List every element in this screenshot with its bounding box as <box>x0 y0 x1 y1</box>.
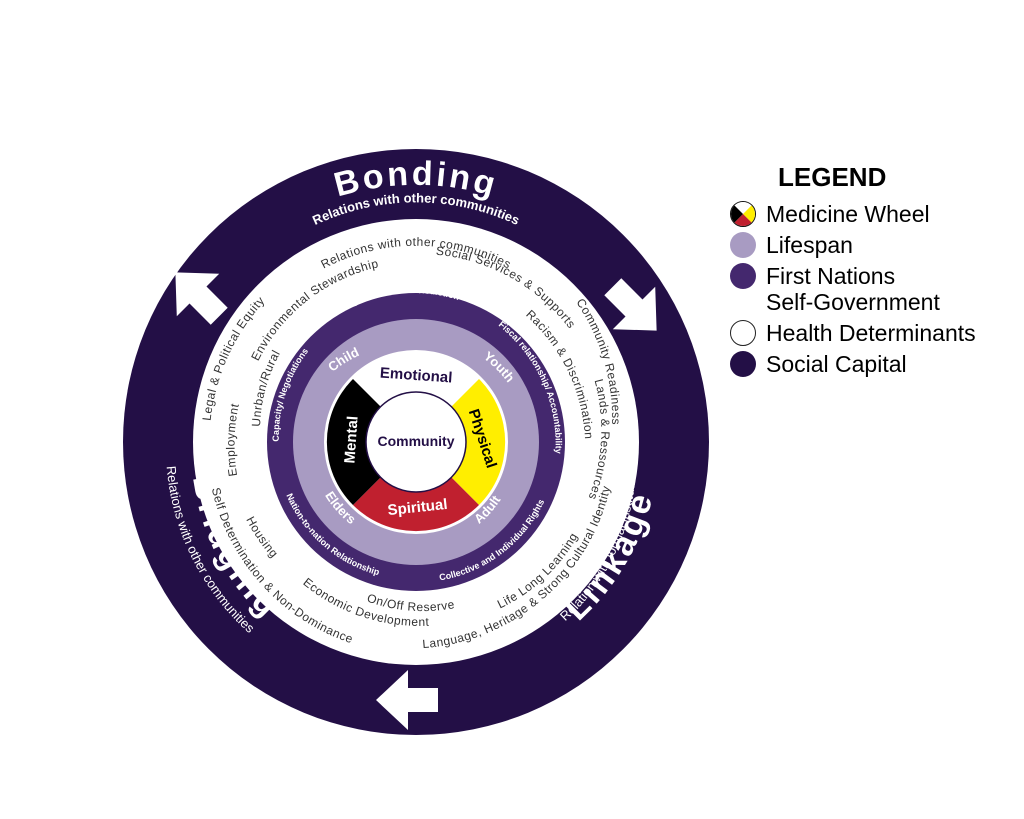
legend-title: LEGEND <box>778 162 887 192</box>
legend-item-social-capital: Social Capital <box>730 351 1020 377</box>
arrow-icon-bonding-linkage <box>604 278 657 331</box>
legend-label-lifespan: Lifespan <box>766 232 853 258</box>
legend-item-health-determinants: Health Determinants <box>730 320 1020 346</box>
legend-label-first-nations: First Nations Self-Government <box>766 263 940 315</box>
hd-employment: Employment <box>224 402 242 477</box>
community-center <box>365 391 467 493</box>
legend-label-health-determinants: Health Determinants <box>766 320 976 346</box>
legend-label-social-capital: Social Capital <box>766 351 907 377</box>
legend-item-medicine-wheel: Medicine Wheel <box>730 201 1020 227</box>
legend-label-medicine-wheel: Medicine Wheel <box>766 201 930 227</box>
arrow-icon-linkage-bridging <box>376 670 438 730</box>
medicine-wheel-icon <box>730 201 756 227</box>
health-determinants-swatch <box>730 320 756 346</box>
spiritual-label: Spiritual <box>387 496 448 519</box>
emotional-label: Emotional <box>379 364 453 386</box>
lifespan-swatch <box>730 232 756 258</box>
community-label: Community <box>378 433 455 449</box>
first-nations-swatch <box>730 263 756 289</box>
legend-item-lifespan: Lifespan <box>730 232 1020 258</box>
mental-label: Mental <box>341 415 361 464</box>
legend-item-first-nations: First Nations Self-Government <box>730 263 1020 315</box>
arrow-icon-bonding-bridging <box>175 272 228 325</box>
social-capital-swatch <box>730 351 756 377</box>
legend: LEGEND Medicine Wheel Lifespan First Nat… <box>730 162 1020 382</box>
